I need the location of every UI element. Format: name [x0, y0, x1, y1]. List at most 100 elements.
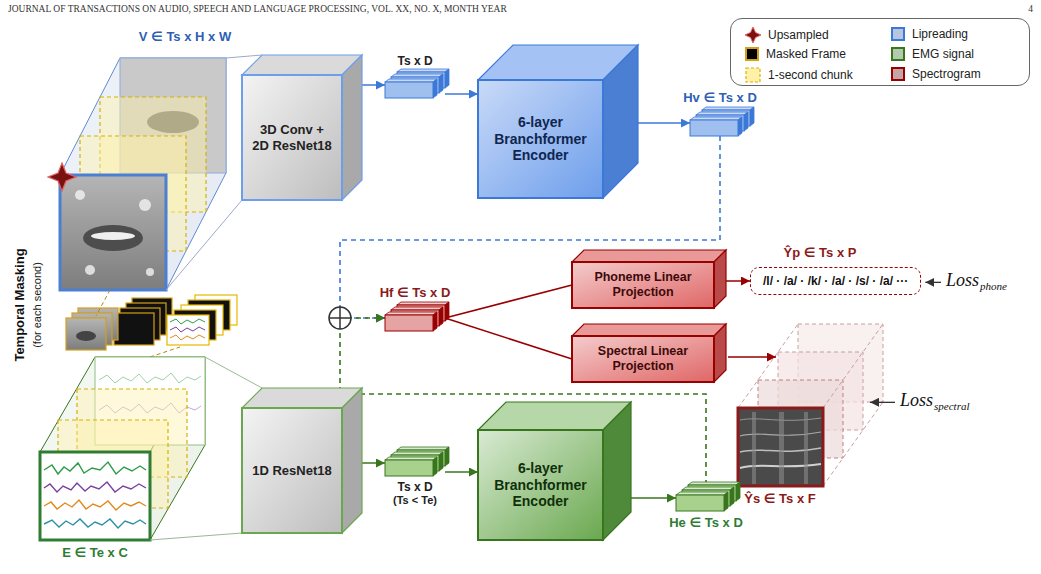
box-faces [603, 402, 631, 540]
emg-volume [99, 373, 201, 383]
feature-label: He ∈ Ts x D [669, 515, 743, 531]
box-label: 1D ResNet18 [252, 463, 332, 479]
stack-slabs [730, 487, 734, 506]
loss-leader [925, 282, 941, 283]
emg-volume [44, 482, 146, 492]
stack-slabs [676, 495, 724, 511]
box-label: 6-layer Branchformer Encoder [486, 114, 595, 164]
box-label: Spectral Linear Projection [580, 344, 706, 374]
masked-frames [170, 319, 205, 324]
star-symbol [745, 27, 761, 43]
feature-label: Hf ∈ Ts x D [380, 285, 451, 301]
video-volume [48, 163, 76, 191]
legend-item: Spectrogram [891, 67, 981, 81]
feature-stack: Hf ∈ Ts x D [385, 305, 445, 331]
video-volume [146, 268, 154, 276]
connector [445, 93, 478, 95]
emg-volume [44, 519, 146, 528]
feature-stack: Ts x D [385, 72, 445, 98]
emg-volume [205, 357, 262, 388]
box-label: 6-layer Branchformer Encoder [486, 460, 595, 510]
feature-stack: Ts x D(Ts < Te) [385, 450, 445, 476]
box-faces [572, 250, 726, 262]
stack-heading: He ∈ Ts x D [669, 515, 743, 531]
box-faces [242, 55, 362, 75]
legend-text: Upsampled [768, 28, 829, 42]
legend-text: 1-second chunk [768, 68, 853, 82]
box-faces [572, 336, 714, 382]
stack-slabs [385, 460, 433, 476]
tensor-label: Ŷp ∈ Ts x P [784, 246, 857, 261]
connector [445, 285, 572, 318]
emg-volume [44, 500, 146, 510]
stack-slabs [445, 447, 449, 466]
video-volume [226, 55, 262, 58]
stack-heading: Ts x D(Ts < Te) [393, 480, 437, 508]
box-faces [572, 324, 726, 336]
spectrogram-volume [728, 356, 776, 357]
legend-item: 1-second chunk [745, 67, 853, 83]
box-faces [714, 324, 726, 382]
legend-text: Masked Frame [766, 47, 846, 61]
masked-frames [114, 313, 154, 345]
feature-label: Ts x D [393, 480, 437, 494]
legend-swatch [891, 67, 905, 81]
box-faces [342, 55, 362, 200]
phoneme-sequence: /l/ · /a/ · /k/ · /a/ · /s/ · /a/ ··· [763, 274, 908, 288]
feature-label: Hv ∈ Ts x D [683, 90, 757, 106]
emg-volume [150, 533, 242, 540]
stack-slabs [385, 82, 433, 98]
emg-volume [40, 357, 262, 540]
spectrogram-volume [779, 412, 784, 484]
stack-heading: Ts x D [397, 54, 432, 68]
feature-label: (Ts < Te) [393, 494, 437, 507]
video-volume [91, 232, 135, 240]
video-volume [139, 199, 151, 211]
masked-frames [96, 290, 110, 316]
spectrogram-volume [738, 408, 823, 486]
video-volume [60, 175, 166, 290]
projection-box: Spectral Linear Projection [572, 336, 714, 382]
legend-text: Lipreading [912, 27, 968, 41]
video-volume [75, 190, 85, 200]
connector [445, 318, 572, 359]
page-number: 4 [1028, 4, 1033, 15]
tensor-label: Ŷs ∈ Ts x F [744, 492, 815, 507]
chunk-symbol [746, 68, 760, 82]
stack-slabs [724, 492, 728, 511]
projection-box: Phoneme Linear Projection [572, 262, 714, 308]
video-volume [48, 55, 262, 290]
legend-item: Lipreading [891, 27, 968, 41]
stack-slabs [439, 452, 443, 471]
stack-slabs [750, 107, 754, 126]
box-text-group: Spectral Linear Projection [580, 344, 706, 374]
spectrogram-volume [804, 412, 808, 484]
emg-volume [44, 462, 146, 474]
legend-text: EMG signal [912, 47, 974, 61]
box-text-group: 1D ResNet18 [252, 463, 332, 479]
legend-item: Upsampled [745, 27, 829, 43]
stack-slabs [439, 74, 443, 93]
legend-swatch [745, 47, 759, 61]
backbone-box: 1D ResNet18 [242, 408, 342, 533]
stack-slabs [385, 450, 445, 476]
stack-slabs [385, 72, 445, 98]
box-faces [714, 250, 726, 308]
emg-volume [40, 452, 150, 540]
masked-frames [66, 290, 237, 357]
stack-slabs [385, 315, 433, 331]
box-text-group: 6-layer Branchformer Encoder [486, 114, 595, 164]
stack-slabs [676, 485, 736, 511]
box-label: Phoneme Linear Projection [580, 270, 706, 300]
legend-item: EMG signal [891, 47, 974, 61]
spectrogram-volume [738, 324, 798, 408]
side-title: Temporal Masking [13, 248, 28, 361]
masked-frames [170, 327, 205, 332]
spectrogram-volume [823, 324, 883, 408]
stack-slabs [385, 305, 445, 331]
spectrogram-volume [752, 412, 756, 484]
stack-heading: Hv ∈ Ts x D [683, 90, 757, 106]
masked-frames [76, 331, 96, 341]
stack-slabs [690, 120, 738, 136]
